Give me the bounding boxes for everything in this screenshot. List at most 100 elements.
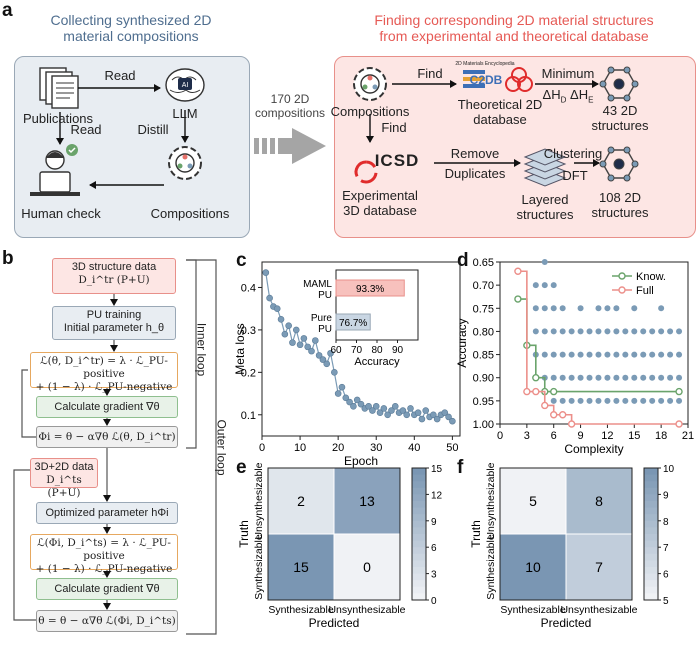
f-colorbar-label-4: 9 xyxy=(663,490,669,501)
c-loss-point xyxy=(433,415,441,423)
d-model-point xyxy=(604,374,611,381)
d-model-point xyxy=(667,374,674,381)
c-loss-point xyxy=(353,396,361,404)
d-model-point xyxy=(550,397,557,404)
d-ytick-label-3: 0.80 xyxy=(473,326,494,338)
b-box-7-text: Optimized parameter hΦi xyxy=(45,507,169,519)
d-ytick-label-4: 0.85 xyxy=(473,350,494,362)
f-colorbar-label-5: 10 xyxy=(663,464,675,475)
f-colorbar-frame xyxy=(643,467,659,601)
d-model-point xyxy=(667,397,674,404)
c-inset-xtick-label-0: 60 xyxy=(330,345,342,356)
c-loss-point xyxy=(323,360,331,368)
f-cell-1-0 xyxy=(499,533,567,601)
d-model-point xyxy=(541,259,548,265)
c-xtick-label-3: 30 xyxy=(370,442,382,454)
e-ycat-0: Unsynthesizable xyxy=(253,462,265,539)
d-series-point-1 xyxy=(558,411,567,419)
c-loss-point xyxy=(334,390,342,397)
d-model-point xyxy=(604,397,611,404)
c-inset-bar-0 xyxy=(335,279,405,297)
f-colorbar-segment xyxy=(644,593,658,601)
d-model-point xyxy=(676,374,683,381)
svg-text:AI: AI xyxy=(182,82,189,89)
f-colorbar-segment xyxy=(644,468,658,476)
structures-43-label: 43 2D structures xyxy=(590,103,650,133)
e-colorbar-segment xyxy=(412,514,426,522)
d-xlabel: Complexity xyxy=(564,442,623,456)
icsd-logo xyxy=(354,160,378,184)
e-colorbar-segment xyxy=(412,567,426,575)
c-loss-point xyxy=(418,415,426,423)
human-check-label: Human check xyxy=(21,206,101,221)
d-model-point xyxy=(622,374,629,381)
f-colorbar-segment xyxy=(644,514,658,522)
delta-h-e: ΔH xyxy=(570,87,589,102)
d-model-point xyxy=(613,397,620,404)
publications-icon xyxy=(39,67,79,109)
e-colorbar-segment xyxy=(412,580,426,588)
d-model-point xyxy=(532,305,539,312)
c-inset-xlabel: Accuracy xyxy=(354,356,400,368)
e-colorbar-segment xyxy=(412,547,426,555)
f-colorbar-segment xyxy=(644,501,658,509)
d-model-point xyxy=(658,351,665,358)
d-model-point xyxy=(613,328,620,335)
f-colorbar-segment xyxy=(644,560,658,568)
e-colorbar-segment xyxy=(412,540,426,548)
c-loss-point xyxy=(430,411,437,419)
c-loss-point xyxy=(327,349,334,357)
b-box-4-text: Calculate gradient ∇θ xyxy=(54,401,160,413)
d-model-point xyxy=(613,374,620,381)
d-xtick-label-0: 0 xyxy=(497,430,503,442)
theoretical-db-line-2: database xyxy=(473,112,527,127)
f-cell-0-0 xyxy=(499,467,567,535)
b-box-3-line-2: + (1 − λ) · ℒ_PU-negative xyxy=(35,381,173,393)
b-box-4: Calculate gradient ∇θ xyxy=(36,396,178,418)
d-model-point xyxy=(577,328,584,335)
f-ylabel: Truth xyxy=(469,520,483,548)
e-colorbar-segment xyxy=(412,593,426,601)
c-ytick-label-0: 0.1 xyxy=(241,410,256,422)
d-model-point xyxy=(586,328,593,335)
d-model-point xyxy=(586,374,593,381)
c-loss-point xyxy=(342,394,350,402)
c-loss-point xyxy=(365,402,372,410)
c-loss-point xyxy=(338,383,346,391)
d-series-point-0 xyxy=(532,374,540,382)
d-series-point-1 xyxy=(567,420,576,428)
structures-108-line-2: structures xyxy=(591,205,649,220)
f-cell-value-1-0: 10 xyxy=(525,559,541,575)
c-xtick-label-0: 0 xyxy=(259,442,265,454)
d-model-point xyxy=(586,351,593,358)
f-colorbar-segment xyxy=(644,507,658,515)
c-xtick-label-1: 10 xyxy=(294,442,306,454)
d-series-point-0 xyxy=(514,295,522,303)
d-model-point xyxy=(667,351,674,358)
d-xtick-label-6: 18 xyxy=(655,430,667,442)
d-model-point xyxy=(541,328,548,335)
d-model-point xyxy=(649,374,656,381)
panel-d-label: d xyxy=(457,250,469,271)
panel-a-graphics: AI xyxy=(30,66,639,196)
d-model-point xyxy=(631,397,638,404)
c-loss-point xyxy=(292,326,300,334)
transfer-arrow xyxy=(254,128,326,164)
b-box-9: Calculate gradient ∇θ xyxy=(36,578,178,600)
e-cell-value-0-0: 2 xyxy=(297,493,305,509)
c-loss-point xyxy=(350,402,357,410)
b-box-3-line-1: ℒ(θ, D_i^tr) = λ · ℒ_PU-positive xyxy=(40,355,168,380)
e-colorbar-label-0: 0 xyxy=(431,596,437,607)
d-series-point-0 xyxy=(550,387,558,396)
distill-label: Distill xyxy=(137,122,169,137)
c-inset-category-0-1: PU xyxy=(318,290,332,301)
d-series-point-1 xyxy=(550,411,558,419)
d-legend-label-1: Full xyxy=(636,285,654,297)
experimental-db-label: Experimental 3D database xyxy=(330,188,430,218)
d-legend-marker-0 xyxy=(618,272,626,280)
d-series-point-1 xyxy=(523,387,531,396)
d-ylabel: Accuracy xyxy=(455,318,469,367)
e-colorbar-segment xyxy=(412,474,426,482)
f-xcat-1: Unsynthesizable xyxy=(560,604,637,616)
d-model-point xyxy=(640,328,647,335)
